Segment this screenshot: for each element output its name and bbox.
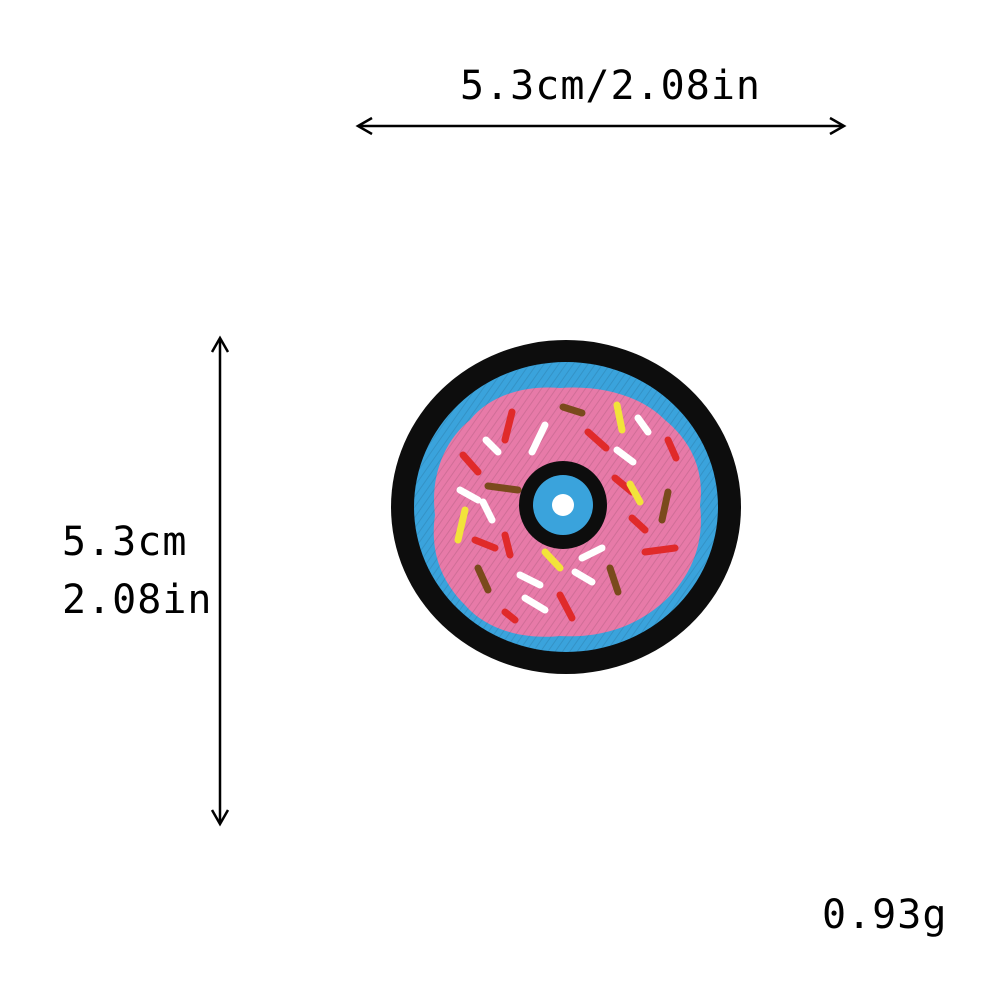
- donut-hole: [552, 494, 574, 516]
- width-arrow: [355, 116, 847, 136]
- sprinkles: [454, 401, 680, 624]
- weight-label: 0.93g: [822, 892, 948, 938]
- height-label-cm: 5.3cm: [62, 519, 188, 565]
- width-label: 5.3cm/2.08in: [460, 63, 761, 109]
- height-arrow: [210, 335, 230, 827]
- height-label-in: 2.08in: [62, 577, 213, 623]
